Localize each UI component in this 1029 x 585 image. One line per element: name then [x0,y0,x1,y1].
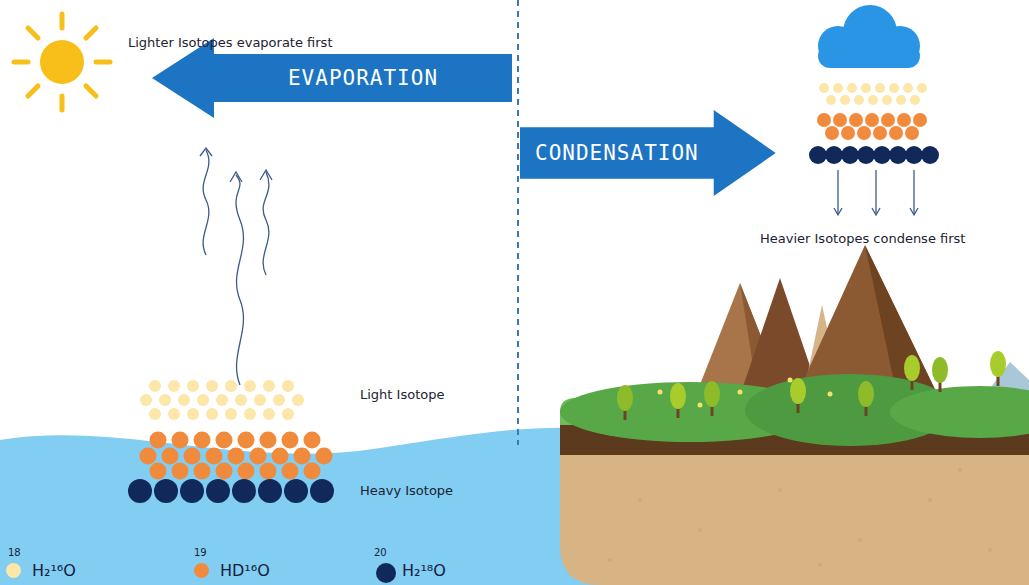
legend-swatch [6,563,21,578]
pile-label: Light Isotope [360,388,444,402]
arrow-label: CONDENSATION [535,143,699,164]
mass-number: 20 [374,547,387,558]
arrow-banner: CONDENSATION [520,110,776,196]
rain-arrows [834,170,918,215]
caption-note: Lighter Isotopes evaporate first [128,36,333,50]
isotope-molecules [128,380,334,503]
hills [560,374,1029,446]
legend-text: H₂¹⁶O [32,562,76,580]
cloud [818,5,920,68]
legend-text: HD¹⁶O [220,562,270,580]
legend-swatch [194,563,209,578]
divider-line [517,0,519,445]
sun [14,14,110,110]
trees [617,351,1006,420]
caption-note: Heavier Isotopes condense first [760,232,965,246]
cloud-molecules [809,83,939,164]
vapour-arrows [200,148,272,385]
legend-text: H₂¹⁸O [402,562,446,580]
legend-swatch [376,563,396,583]
arrow-label: EVAPORATION [288,68,438,89]
mass-number: 18 [8,547,21,558]
mass-number: 19 [194,547,207,558]
pile-label: Heavy Isotope [360,484,453,498]
